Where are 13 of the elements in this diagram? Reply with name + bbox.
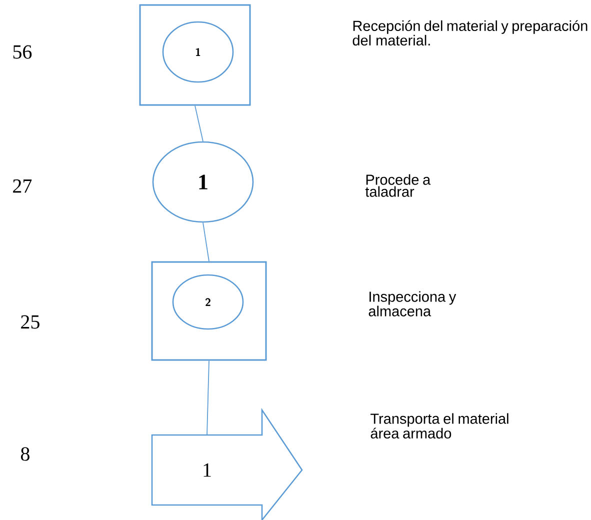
process-box [139,4,251,106]
connector-line [202,222,210,262]
time-value: 56 [13,45,32,59]
step-description: Transporta el material área armado [370,413,508,439]
step-description: Procede a taladrar [365,174,431,197]
time-value: 25 [21,315,40,329]
time-value: 27 [13,179,32,193]
time-value: 8 [20,447,30,461]
step-description: Inspecciona y almacena [368,291,456,316]
process-box [151,261,267,361]
connector-line [194,105,204,142]
step-description: Recepción del material y preparación del material. [352,20,588,46]
connector-line [206,360,210,436]
